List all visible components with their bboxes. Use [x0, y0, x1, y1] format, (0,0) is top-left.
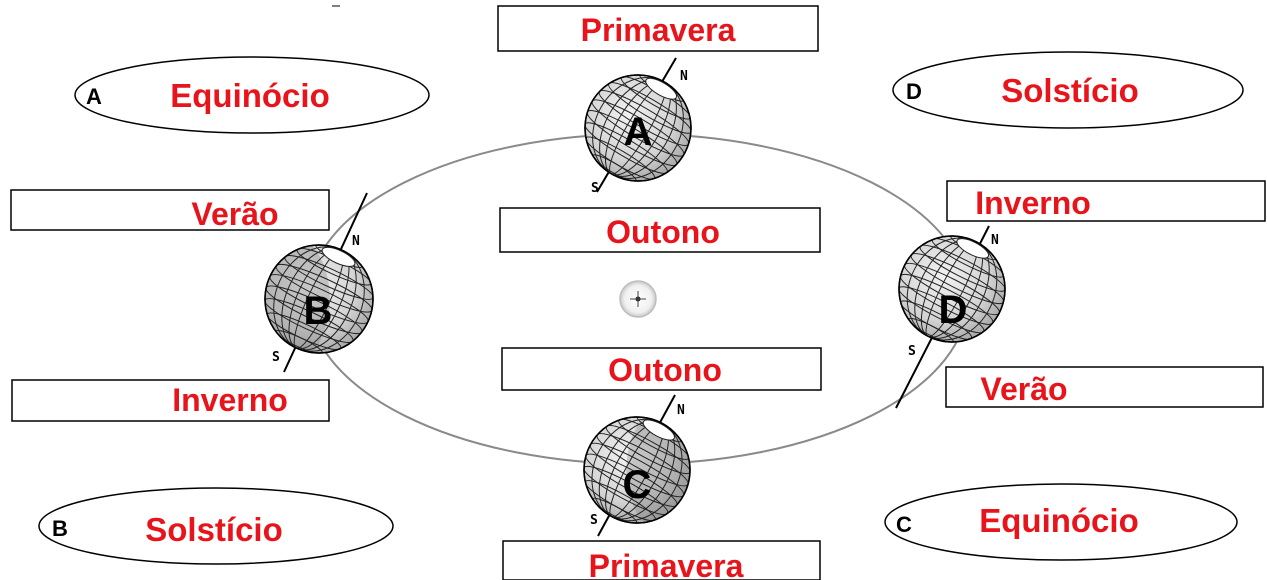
season-box-left-bottom: Inverno: [11, 379, 330, 422]
season-label: Outono: [606, 214, 720, 250]
season-label: Primavera: [589, 548, 744, 580]
ellipse-letter: C: [896, 512, 912, 537]
pole-north-label: N: [677, 403, 685, 418]
globe-letter: C: [623, 463, 652, 507]
ellipse-top-right: D Solstício: [892, 51, 1244, 129]
ellipse-bottom-right: C Equinócio: [884, 483, 1238, 561]
season-box-top: Primavera: [497, 5, 819, 52]
season-box-inner-top: Outono: [499, 207, 821, 253]
globe-letter: B: [304, 289, 333, 333]
season-box-right-top: Inverno: [946, 180, 1266, 222]
pole-south-label: S: [590, 513, 598, 528]
ellipse-letter: B: [52, 516, 68, 541]
season-label: Outono: [608, 352, 722, 388]
season-label: Primavera: [581, 12, 736, 48]
season-box-bottom: Primavera: [502, 540, 821, 580]
pole-north-label: N: [680, 69, 688, 84]
season-label: Inverno: [172, 382, 288, 418]
globe-letter: D: [939, 288, 968, 332]
ellipse-label: Equinócio: [170, 77, 330, 114]
pole-north-label: N: [991, 233, 999, 248]
season-label: Verão: [191, 196, 278, 232]
ellipse-label: Solstício: [1001, 72, 1139, 109]
ellipse-letter: D: [906, 79, 922, 104]
ellipse-label: Equinócio: [979, 502, 1139, 539]
ellipse-letter: A: [86, 84, 102, 109]
pole-north-label: N: [352, 234, 360, 249]
season-box-inner-bottom: Outono: [501, 347, 822, 391]
pole-south-label: S: [591, 181, 599, 196]
ellipse-label: Solstício: [145, 511, 283, 548]
pole-south-label: S: [272, 350, 280, 365]
season-label: Verão: [980, 371, 1067, 407]
season-label: Inverno: [975, 185, 1091, 221]
sun-icon: [619, 280, 657, 318]
season-box-right-bottom: Verão: [945, 366, 1264, 408]
pole-south-label: S: [908, 344, 916, 359]
globe-a: [584, 57, 692, 193]
ellipse-top-left: A Equinócio: [74, 56, 430, 134]
ellipse-bottom-left: B Solstício: [38, 487, 394, 565]
season-box-left-top: Verão: [10, 189, 330, 232]
globe-letter: A: [624, 110, 653, 154]
globe-d: [895, 225, 1006, 409]
